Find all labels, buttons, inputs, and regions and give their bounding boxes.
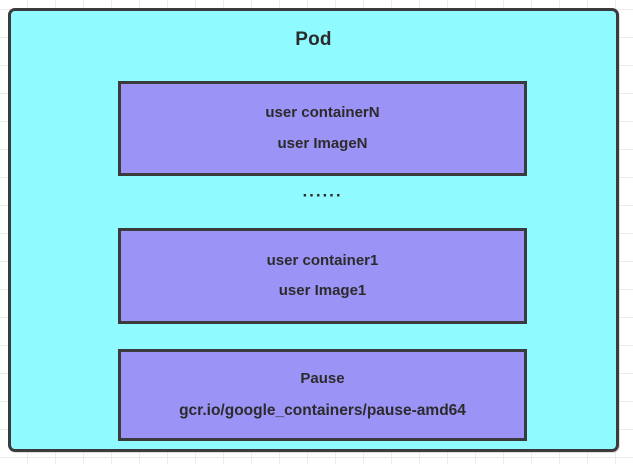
pod-container: Pod user containerN user ImageN ······ u… [8, 8, 619, 452]
container-name-label: Pause [300, 370, 345, 388]
pod-title: Pod [295, 29, 332, 50]
container-box-user-container1: user container1 user Image1 [118, 228, 527, 324]
container-box-pause: Pause gcr.io/google_containers/pause-amd… [118, 349, 527, 441]
container-image-label: user Image1 [278, 282, 367, 299]
container-image-label: user ImageN [277, 134, 368, 152]
container-name-label: user container1 [266, 251, 379, 269]
ellipsis-separator: ······ [302, 186, 343, 205]
container-image-label: gcr.io/google_containers/pause-amd64 [179, 401, 466, 419]
container-name-label: user containerN [265, 104, 380, 121]
container-box-user-containerN: user containerN user ImageN [118, 81, 527, 176]
